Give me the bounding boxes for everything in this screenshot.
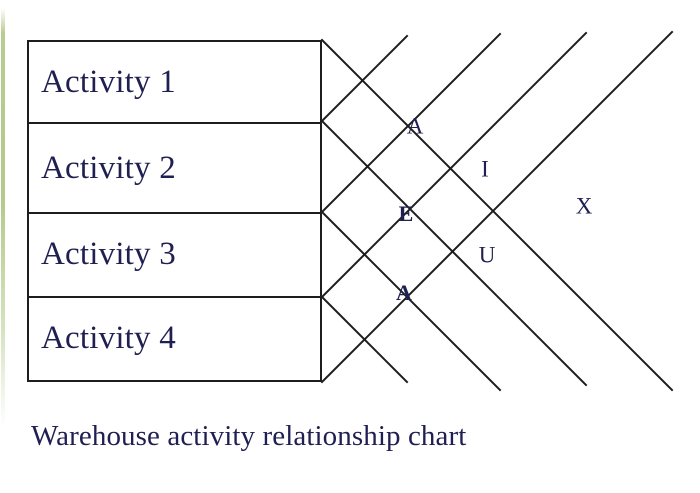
activity-row[interactable]: Activity 4 [29,295,320,380]
lattice-line-up-2 [320,31,588,299]
figure-caption: Warehouse activity relationship chart [31,420,467,452]
activity-label: Activity 3 [41,236,176,273]
lattice-line-down-2 [320,119,588,387]
relationship-rating: A [406,113,424,139]
relationship-rating: E [398,201,414,226]
activity-row[interactable]: Activity 2 [29,122,320,212]
relationship-rating: X [575,193,593,219]
lattice-line-up-1 [320,30,674,384]
relationship-rating: A [396,280,412,305]
relationship-rating: I [481,156,489,182]
lattice-line-up-4 [320,34,409,123]
activity-box-stack: Activity 1 Activity 2 Activity 3 Activit… [27,40,322,382]
left-accent-strip [1,8,5,428]
lattice-line-down-1 [320,38,674,392]
relationship-rating: U [478,242,496,268]
activity-row[interactable]: Activity 3 [29,211,320,296]
lattice-line-down-4 [320,295,409,384]
activity-row[interactable]: Activity 1 [29,42,320,123]
activity-label: Activity 1 [41,63,176,100]
activity-label: Activity 2 [41,149,176,186]
activity-label: Activity 4 [41,320,176,357]
